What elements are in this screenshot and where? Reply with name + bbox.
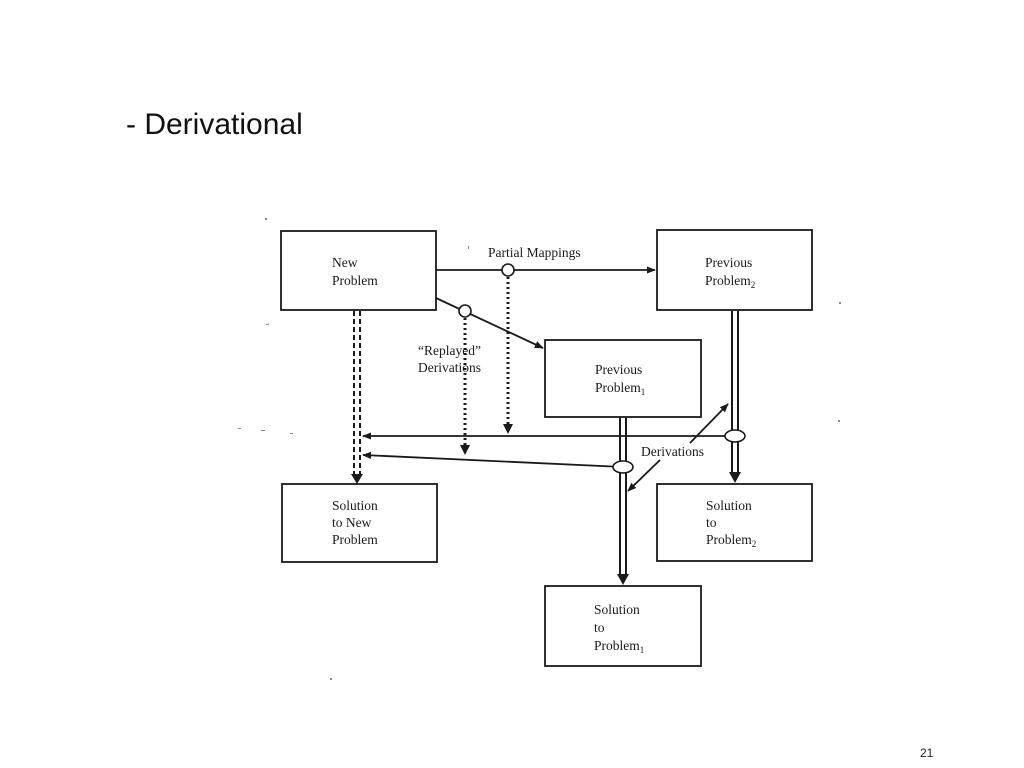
box-previous-problem-2: Previous Problem2 [656, 229, 813, 311]
box-previous-problem-2-line-2: Problem2 [705, 273, 755, 290]
replay-arrows [362, 429, 746, 474]
box-new-problem-line-1: New [332, 255, 358, 270]
slide-title: - Derivational [126, 108, 303, 141]
box-new-problem: New Problem [280, 230, 437, 311]
box-previous-problem-2-line-1: Previous [705, 255, 752, 270]
box-previous-problem-1: Previous Problem1 [544, 339, 702, 418]
box-previous-problem-1-line-1: Previous [595, 362, 642, 377]
arrow-replay-from-problem-1 [362, 451, 624, 468]
box-solution-problem-2: Solution to Problem2 [656, 483, 813, 562]
box-solution-2-line-1: Solution [706, 498, 752, 513]
arrow-new-to-previous-1 [435, 297, 544, 349]
box-solution-new-line-1: Solution [332, 498, 378, 513]
box-previous-problem-1-line-2: Problem1 [595, 380, 645, 397]
label-replayed-line-1: “Replayed” [418, 343, 481, 358]
box-solution-2-line-3: Problem2 [706, 532, 756, 549]
box-solution-new-line-3: Problem [332, 532, 378, 547]
box-solution-1-line-2: to [594, 620, 605, 635]
page-number: 21 [920, 746, 934, 760]
box-new-problem-line-2: Problem [332, 273, 378, 288]
mapping-node-lower [458, 304, 472, 318]
derivation-path-problem-1 [617, 418, 629, 585]
derivations-pointers [627, 403, 729, 492]
label-replayed-line-2: Derivations [418, 360, 481, 375]
box-solution-1-line-3: Problem1 [594, 638, 644, 655]
partial-mapping-arrows [435, 263, 656, 455]
derivation-node-problem-1 [612, 460, 634, 474]
box-solution-problem-1: Solution to Problem1 [544, 585, 702, 667]
box-solution-2-line-2: to [706, 515, 717, 530]
box-solution-1-line-1: Solution [594, 602, 640, 617]
label-derivations: Derivations [641, 444, 704, 459]
mapping-node-upper [501, 263, 515, 277]
replayed-derivation-path [351, 311, 363, 484]
box-solution-new-line-2: to New [332, 515, 372, 530]
label-partial-mappings: Partial Mappings [488, 245, 581, 260]
box-solution-new-problem: Solution to New Problem [281, 483, 438, 563]
derivation-path-problem-2 [729, 311, 741, 483]
derivation-node-problem-2 [724, 429, 746, 443]
